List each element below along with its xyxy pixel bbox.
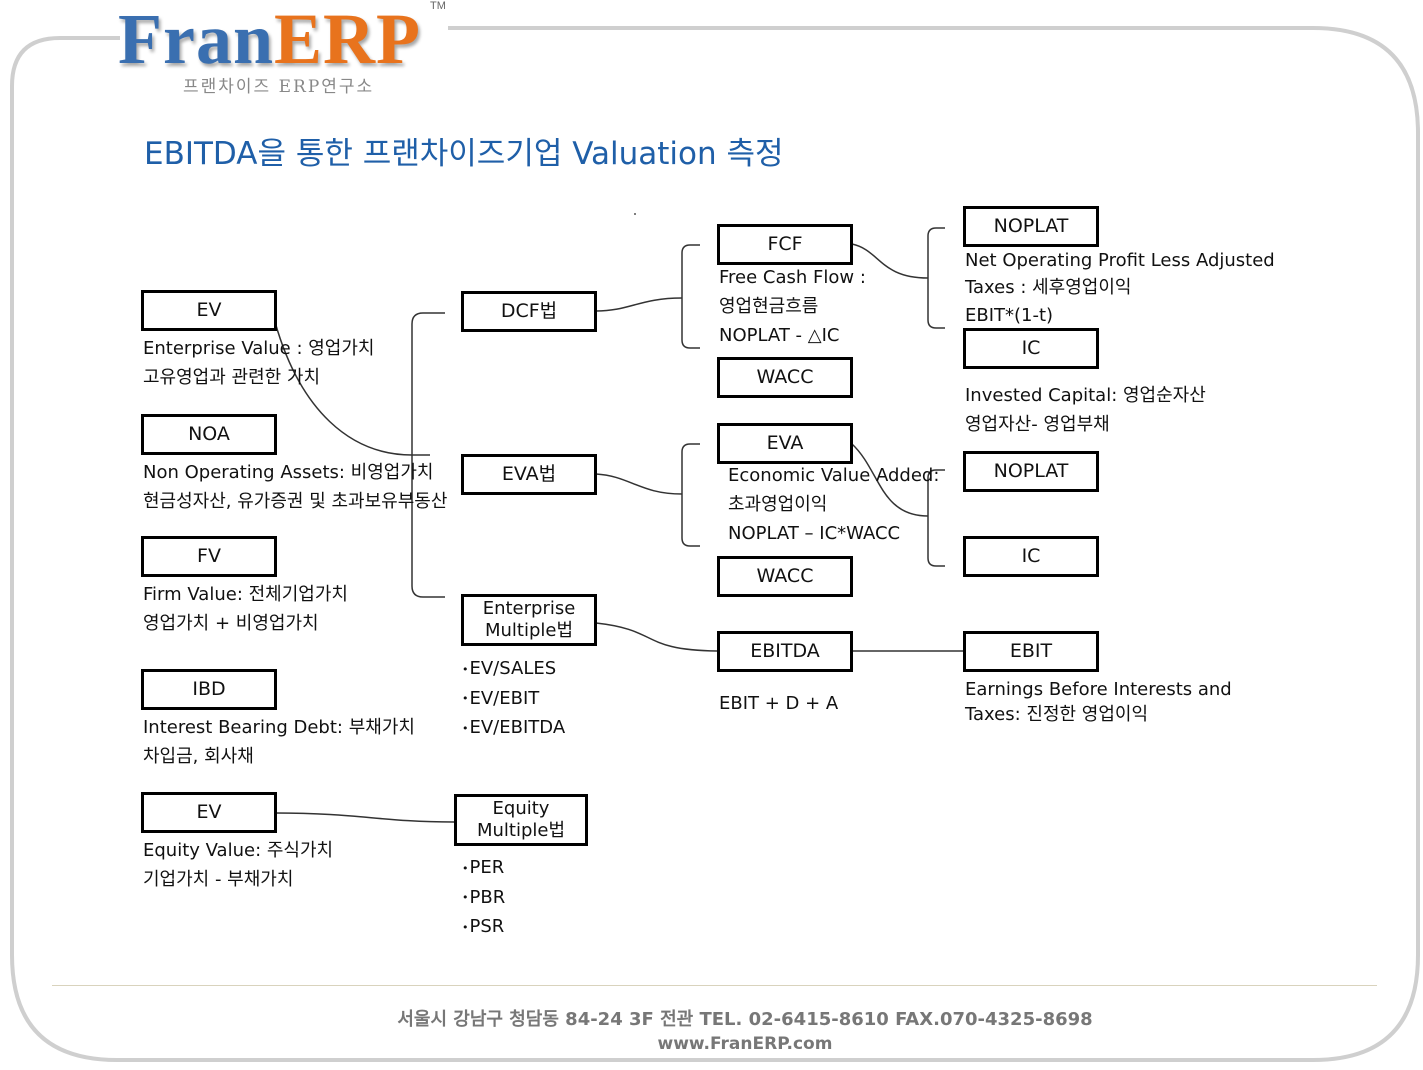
ibd-line-2: 차입금, 회사채 [143, 746, 254, 767]
ic-line-2: 영업자산- 영업부채 [965, 414, 1110, 435]
noplat-line-3: EBIT*(1-t) [965, 305, 1054, 326]
footer-website[interactable]: www.FranERP.com [657, 1034, 833, 1054]
dcf-method-box: DCF법 [461, 291, 597, 332]
ev-enterprise-desc: Enterprise Value : 영업가치 고유영업과 관련한 가치 [143, 334, 375, 392]
ebit-line-1: Earnings Before Interests and [965, 679, 1232, 700]
connector-equity-to-multiple [274, 812, 455, 823]
noplat-line-1: Net Operating Profit Less Adjusted [965, 250, 1275, 271]
ic-desc: Invested Capital: 영업순자산 영업자산- 영업부채 [965, 381, 1206, 439]
list-item: EV/EBITDA [462, 713, 566, 743]
bracket-eva-method [681, 443, 700, 547]
enterprise-multiple-box: Enterprise Multiple법 [461, 594, 597, 646]
noplat-line-2: Taxes : 세후영업이익 [965, 277, 1132, 298]
connector-fcf-to-bracket [851, 243, 929, 279]
connector-multiple-to-ebitda [595, 622, 718, 652]
ebitda-box: EBITDA [717, 631, 853, 672]
noplat-desc: Net Operating Profit Less Adjusted Taxes… [965, 246, 1275, 330]
equity-multiple-list: PER PBR PSR [462, 853, 506, 942]
fcf-line-3: NOPLAT - △IC [719, 325, 840, 346]
ic-box-2: IC [963, 536, 1099, 577]
list-item: PSR [462, 912, 505, 942]
ebitda-line-1: EBIT + D + A [719, 693, 839, 714]
noplat-box-2: NOPLAT [963, 451, 1099, 492]
connector-ev-to-methods [274, 321, 413, 456]
ev-equity-box: EV [141, 792, 277, 833]
noa-line-2: 현금성자산, 유가증권 및 초과보유부동산 [143, 491, 448, 512]
noplat-box-1: NOPLAT [963, 206, 1099, 247]
enterprise-multiple-line-2: Multiple법 [484, 620, 574, 641]
noa-line-1: Non Operating Assets: 비영업가치 [143, 462, 434, 483]
fv-line-2: 영업가치 + 비영업가치 [143, 613, 319, 634]
frame-border [10, 26, 1420, 1062]
noa-desc: Non Operating Assets: 비영업가치 현금성자산, 유가증권 … [143, 458, 447, 516]
connector-dcf-to-bracket [595, 297, 683, 312]
footer-divider [52, 985, 1377, 986]
ev-equity-line-1: Equity Value: 주식가치 [143, 840, 334, 861]
equity-multiple-box: Equity Multiple법 [454, 794, 588, 846]
connector-evamethod-to-bracket [595, 473, 683, 495]
ic-box-1: IC [963, 328, 1099, 369]
eva-line-3: NOPLAT – IC*WACC [728, 523, 901, 544]
bracket-dcf [681, 244, 700, 349]
list-item: EV/EBIT [462, 684, 565, 714]
noa-box: NOA [141, 414, 277, 455]
ev-enterprise-line-1: Enterprise Value : 영업가치 [143, 338, 375, 359]
enterprise-multiple-line-1: Enterprise [482, 598, 576, 619]
list-item: PBR [462, 883, 506, 913]
logo-subtitle: 프랜차이즈 ERP연구소 [183, 77, 375, 97]
page-title: EBITDA을 통한 프랜차이즈기업 Valuation 측정 [144, 136, 784, 172]
trademark-mark: TM [430, 0, 446, 12]
eva-box: EVA [717, 423, 853, 464]
fv-line-1: Firm Value: 전체기업가치 [143, 584, 348, 605]
ibd-desc: Interest Bearing Debt: 부채가치 차입금, 회사채 [143, 713, 415, 771]
fcf-desc: Free Cash Flow : 영업현금흐름 NOPLAT - △IC [719, 263, 866, 350]
ev-equity-line-2: 기업가치 - 부채가치 [143, 869, 294, 890]
franerp-logo: FranERP [118, 0, 421, 78]
connector-eva-to-bracket [851, 443, 929, 517]
eva-desc: Economic Value Added: 초과영업이익 NOPLAT – IC… [728, 461, 939, 548]
wacc-box-1: WACC [717, 357, 853, 398]
bracket-fcf [927, 227, 945, 329]
eva-line-2: 초과영업이익 [728, 494, 828, 515]
fcf-line-1: Free Cash Flow : [719, 267, 866, 288]
list-item: PER [462, 853, 505, 883]
ev-equity-desc: Equity Value: 주식가치 기업가치 - 부채가치 [143, 836, 333, 894]
ebitda-desc: EBIT + D + A [719, 689, 838, 718]
ic-line-1: Invested Capital: 영업순자산 [965, 385, 1206, 406]
ebit-line-2: Taxes: 진정한 영업이익 [965, 704, 1149, 725]
ev-enterprise-box: EV [141, 290, 277, 331]
stray-dot [634, 213, 636, 215]
wacc-box-2: WACC [717, 556, 853, 597]
ibd-box: IBD [141, 669, 277, 710]
list-item: EV/SALES [462, 654, 565, 684]
equity-multiple-line-1: Equity [492, 798, 550, 819]
logo-erp: ERP [273, 0, 421, 79]
equity-multiple-line-2: Multiple법 [476, 820, 566, 841]
ev-enterprise-line-2: 고유영업과 관련한 가치 [143, 367, 321, 388]
fv-desc: Firm Value: 전체기업가치 영업가치 + 비영업가치 [143, 580, 348, 638]
eva-line-1: Economic Value Added: [728, 465, 940, 486]
eva-method-box: EVA법 [461, 454, 597, 495]
ebit-box: EBIT [963, 631, 1099, 672]
bracket-eva [927, 469, 945, 567]
logo-fran: Fran [118, 0, 274, 79]
fcf-box: FCF [717, 224, 853, 265]
ebit-desc: Earnings Before Interests and Taxes: 진정한… [965, 677, 1232, 727]
enterprise-multiple-list: EV/SALES EV/EBIT EV/EBITDA [462, 654, 566, 743]
fv-box: FV [141, 536, 277, 577]
footer-address: 서울시 강남구 청담동 84-24 3F 전관 TEL. 02-6415-861… [397, 1009, 1093, 1030]
fcf-line-2: 영업현금흐름 [719, 296, 819, 317]
ibd-line-1: Interest Bearing Debt: 부채가치 [143, 717, 415, 738]
